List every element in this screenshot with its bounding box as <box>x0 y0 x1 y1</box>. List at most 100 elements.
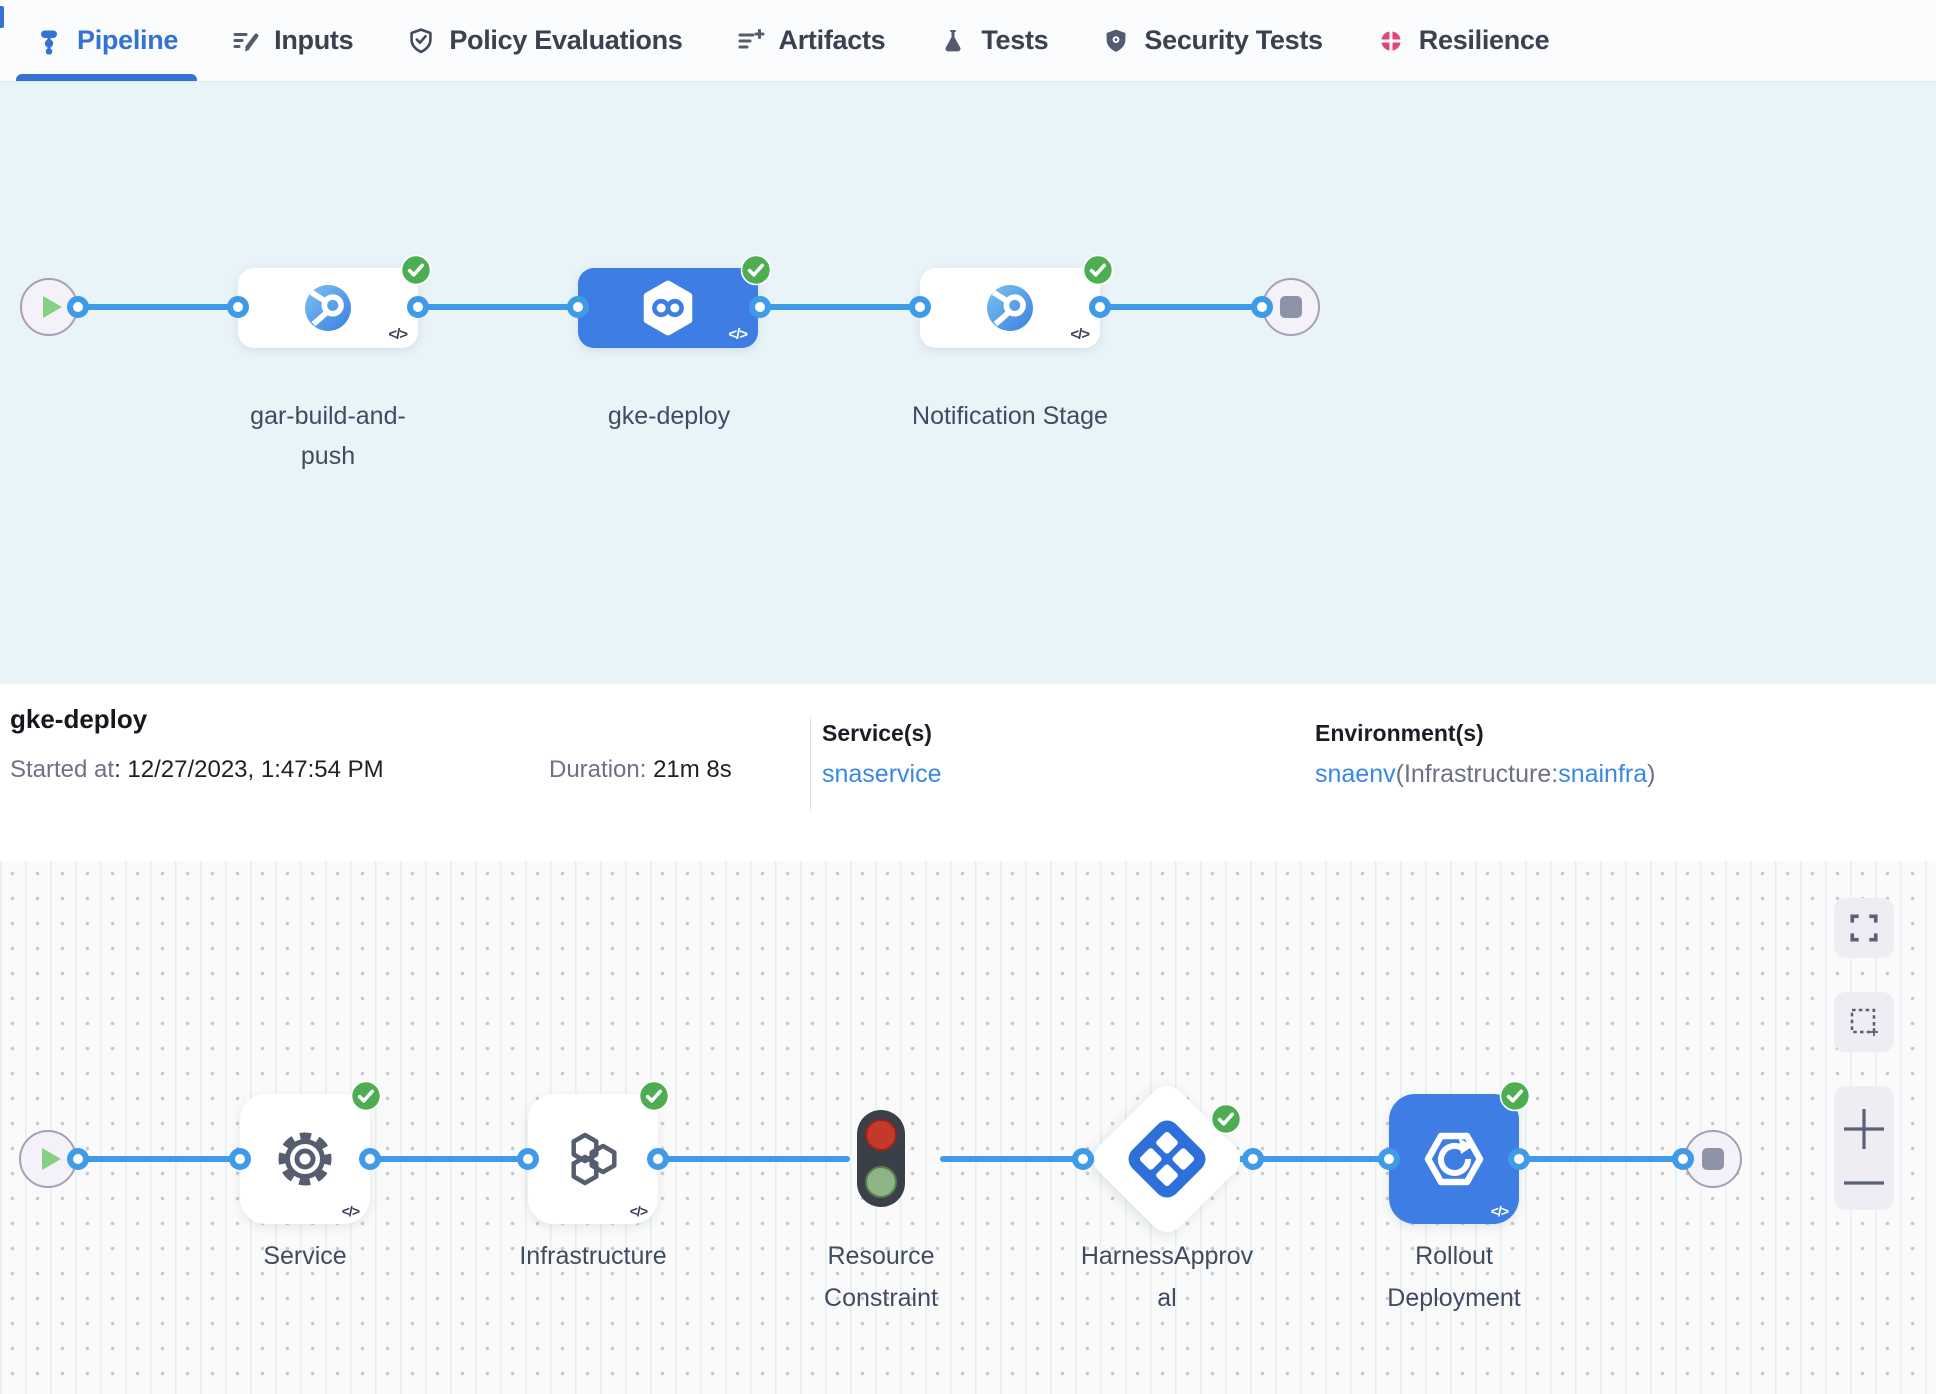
custom-stage-icon <box>305 285 351 331</box>
infrastructure-link[interactable]: snainfra <box>1558 760 1648 788</box>
environment-suffix: ) <box>1647 760 1656 788</box>
policy-evaluations-icon <box>410 27 433 53</box>
tab-resilience[interactable]: Resilience <box>1350 0 1577 81</box>
code-chip: </> <box>728 326 748 343</box>
stage-label[interactable]: Notification Stage <box>912 402 1108 430</box>
custom-stage-icon <box>987 285 1033 331</box>
tab-pipeline[interactable]: Pipeline <box>8 0 205 81</box>
connector-port <box>909 296 931 318</box>
tab-security-tests[interactable]: Security Tests <box>1075 0 1349 81</box>
marquee-selection-icon <box>1850 1008 1878 1036</box>
stage-node-notification-stage[interactable]: </> <box>920 254 1114 348</box>
environments-label: Environment(s) <box>1315 720 1484 746</box>
started-at-label: Started at <box>10 756 115 783</box>
step-label[interactable]: HarnessApproval <box>1080 1242 1254 1312</box>
details-divider <box>810 718 811 810</box>
connector-port <box>1251 296 1273 318</box>
approval-icon <box>1123 1115 1211 1203</box>
started-at-value: : 12/27/2023, 1:47:54 PM <box>114 756 384 783</box>
success-badge-icon <box>740 254 772 286</box>
stop-icon <box>1702 1148 1724 1170</box>
success-badge-icon <box>1210 1103 1242 1135</box>
rollout-deployment-icon <box>1424 1132 1484 1186</box>
stage-label[interactable]: gke-deploy <box>607 402 731 430</box>
green-light-icon <box>865 1166 897 1198</box>
duration-value: 21m 8s <box>653 756 732 783</box>
step-label[interactable]: Rollout Deployment <box>1387 1242 1521 1312</box>
stop-icon <box>1280 296 1302 318</box>
cd-stage-icon <box>643 280 693 336</box>
step-node-service[interactable]: </> <box>240 1080 382 1224</box>
step-node-resource-constraint[interactable] <box>857 1110 905 1207</box>
fullscreen-button[interactable] <box>1834 898 1894 958</box>
pipeline-icon <box>41 30 57 54</box>
code-chip: </> <box>341 1203 360 1219</box>
duration-label: Duration: <box>549 756 647 783</box>
security-tests-shield-icon <box>1106 29 1126 52</box>
connector-port <box>407 296 429 318</box>
resilience-chaos-icon <box>1381 31 1401 50</box>
connector-port <box>1242 1148 1264 1170</box>
tab-inputs-label: Inputs <box>274 25 354 55</box>
infrastructure-hexagons-icon <box>571 1132 617 1186</box>
step-label[interactable]: Resource Constraint <box>824 1242 938 1312</box>
code-chip: </> <box>629 1203 648 1219</box>
tab-pipeline-label: Pipeline <box>77 25 179 55</box>
stage-graph-canvas[interactable] <box>0 82 1936 685</box>
connector-port <box>229 1148 251 1170</box>
tab-policy-evaluations[interactable]: Policy Evaluations <box>380 0 709 81</box>
step-node-rollout-deployment[interactable]: </> <box>1389 1080 1531 1224</box>
connector-port <box>1508 1148 1530 1170</box>
connector-port <box>567 296 589 318</box>
selection-mode-button[interactable] <box>1834 992 1894 1052</box>
connector-port <box>67 296 89 318</box>
artifacts-icon <box>738 28 765 48</box>
execution-tab-bar: Pipeline Inputs Policy Evaluations <box>0 0 1936 82</box>
step-label[interactable]: Infrastructure <box>519 1242 667 1270</box>
connector-port <box>1672 1148 1694 1170</box>
connector-port <box>517 1148 539 1170</box>
stage-label[interactable]: gar-build-and-push <box>250 402 406 470</box>
step-node-infrastructure[interactable]: </> <box>528 1080 670 1224</box>
success-badge-icon <box>350 1080 382 1112</box>
environment-link[interactable]: snaenv <box>1315 760 1396 788</box>
zoom-control <box>1834 1086 1894 1210</box>
zoom-out-icon[interactable] <box>1840 1174 1888 1192</box>
code-chip: </> <box>1490 1203 1509 1219</box>
zoom-in-icon[interactable] <box>1840 1105 1888 1153</box>
success-badge-icon <box>638 1080 670 1112</box>
duration-row: Duration: 21m 8s <box>549 756 732 784</box>
fullscreen-icon <box>1850 914 1878 942</box>
success-badge-icon <box>400 254 432 286</box>
tab-tests-label: Tests <box>981 25 1049 55</box>
tab-artifacts[interactable]: Artifacts <box>710 0 913 81</box>
infrastructure-prefix: (Infrastructure: <box>1395 760 1559 788</box>
stage-node-gar-build-and-push[interactable]: </> <box>238 254 432 348</box>
connector-port <box>227 296 249 318</box>
connector-port <box>67 1148 89 1170</box>
tab-tests[interactable]: Tests <box>912 0 1075 81</box>
connector-port <box>1378 1148 1400 1170</box>
tab-artifacts-label: Artifacts <box>778 25 886 55</box>
service-link[interactable]: snaservice <box>822 760 942 788</box>
red-light-icon <box>865 1119 897 1151</box>
connector-port <box>1089 296 1111 318</box>
tab-resilience-label: Resilience <box>1418 25 1550 55</box>
stage-details-bar <box>0 684 1936 862</box>
connector-port <box>359 1148 381 1170</box>
code-chip: </> <box>388 326 408 343</box>
execution-connector-line <box>940 1156 1692 1162</box>
inputs-icon <box>233 32 259 51</box>
success-badge-icon <box>1082 254 1114 286</box>
tests-flask-icon <box>945 29 961 51</box>
step-label[interactable]: Service <box>263 1242 347 1270</box>
edge-highlight-top <box>0 6 4 28</box>
play-icon <box>43 296 62 318</box>
stage-node-gke-deploy[interactable]: </> <box>578 254 772 348</box>
tab-inputs[interactable]: Inputs <box>205 0 380 81</box>
connector-port <box>1072 1148 1094 1170</box>
execution-connector-line <box>60 1156 850 1162</box>
tab-policy-evaluations-label: Policy Evaluations <box>449 25 683 55</box>
environment-value: snaenv(Infrastructure:snainfra) <box>1315 760 1655 789</box>
